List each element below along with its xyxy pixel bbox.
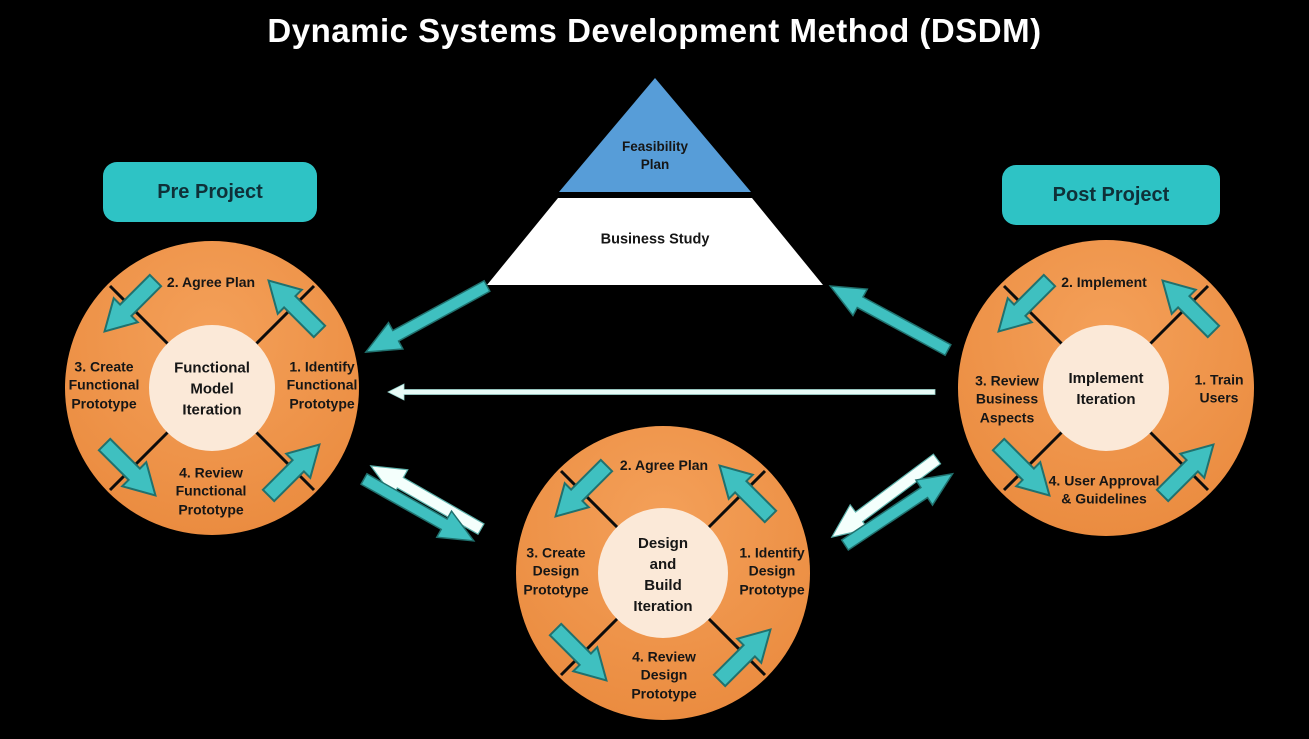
- implement-inner-circle: [1043, 325, 1169, 451]
- page-title: Dynamic Systems Development Method (DSDM…: [267, 12, 1042, 49]
- arrow-functional-to-design-teal-icon: [360, 472, 476, 542]
- business-study-trapezoid: [487, 198, 823, 285]
- functional-step1-label: 1. Identify Functional Prototype: [286, 358, 358, 412]
- functional-center-label: Functional Model Iteration: [174, 359, 250, 419]
- feasibility-triangle: [559, 78, 751, 192]
- functional-inner-circle: [149, 325, 275, 451]
- design-step1-label: 1. Identify Design Prototype: [739, 544, 805, 598]
- functional-step2-label: 2. Agree Plan: [166, 273, 256, 290]
- implement-center-label: Implement Iteration: [1068, 370, 1144, 408]
- post-project-box: Post Project: [1002, 165, 1220, 225]
- design-spoke-lines: [559, 469, 767, 677]
- implement-step3-label: 3. Review Business Aspects: [975, 372, 1039, 426]
- feasibility-plan-label: Feasibility Plan: [621, 139, 689, 172]
- pre-project-box: Pre Project: [103, 162, 317, 222]
- arrow-design-to-implement-teal-icon: [840, 472, 955, 552]
- implement-step4-label: 4. User Approval & Guidelines: [1048, 472, 1160, 507]
- implement-step2-label: 2. Implement: [1061, 273, 1147, 290]
- arrow-implement-to-business-icon: [828, 285, 952, 357]
- arrow-implement-to-functional-long-icon: [387, 383, 936, 401]
- implement-spoke-lines: [1002, 284, 1210, 492]
- design-center-label: Design and Build Iteration: [633, 535, 693, 615]
- arrow-implement-to-design-white-icon: [830, 453, 942, 538]
- functional-step3-label: 3. Create Functional Prototype: [68, 358, 140, 412]
- arrow-business-to-functional-icon: [364, 279, 491, 353]
- functional-spoke-lines: [108, 284, 316, 492]
- design-cycle: [516, 426, 810, 720]
- functional-step4-label: 4. Review Functional Prototype: [175, 464, 247, 518]
- functional-cycle: [65, 241, 359, 535]
- design-step4-label: 4. Review Design Prototype: [631, 648, 697, 702]
- design-inner-circle: [598, 508, 728, 638]
- implement-step1-label: 1. Train Users: [1194, 371, 1244, 406]
- design-step2-label: 2. Agree Plan: [619, 456, 709, 473]
- design-step3-label: 3. Create Design Prototype: [523, 544, 589, 598]
- business-study-label: Business Study: [600, 231, 710, 248]
- implement-cycle: [958, 240, 1254, 536]
- arrow-design-to-functional-white-icon: [369, 465, 485, 536]
